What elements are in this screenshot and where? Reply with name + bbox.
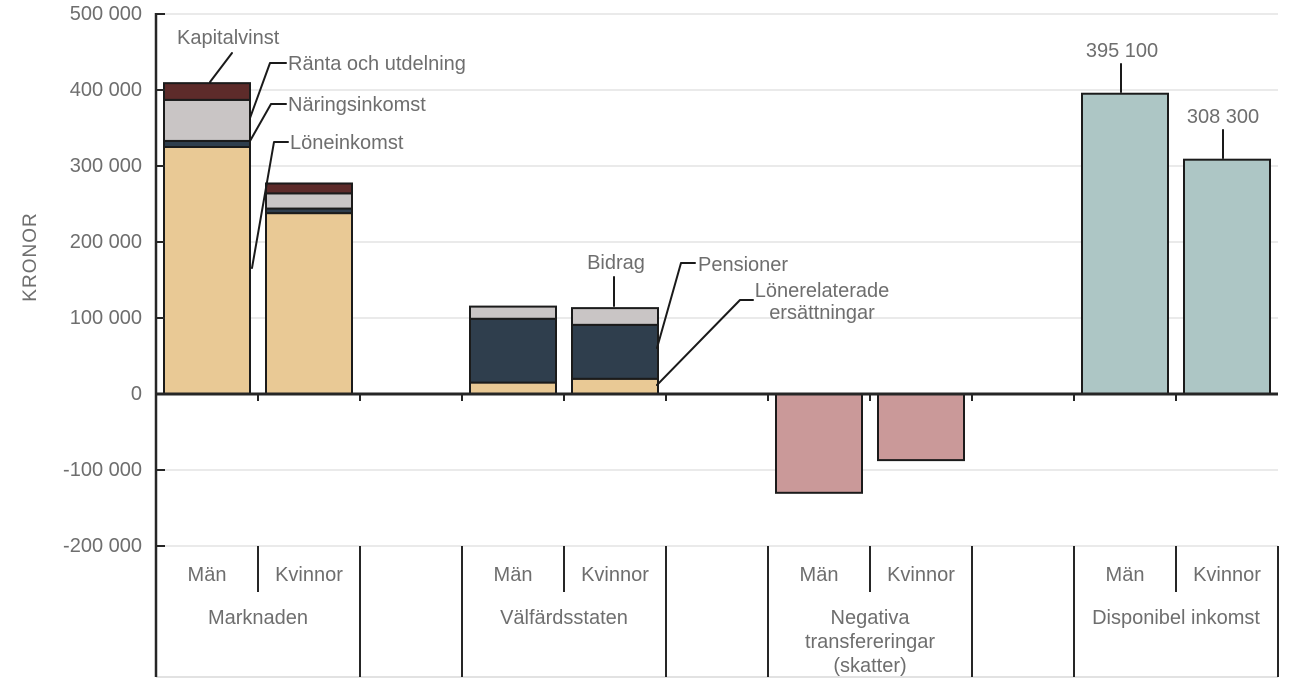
y-tick-label: 500 000 bbox=[70, 3, 142, 25]
category-sub-label: Kvinnor bbox=[581, 564, 649, 586]
annotation-label-lonerelaterade: Lönerelaterade bbox=[755, 280, 890, 302]
labels-layer: 500 000 400 000 300 000 200 000 100 000 0 -100… bbox=[63, 3, 1261, 677]
y-axis-title: KRONOR bbox=[20, 212, 41, 301]
annotation-label-value-man: 395 100 bbox=[1086, 40, 1158, 62]
annotation-leader-pensioner bbox=[656, 262, 696, 349]
category-sub-label: Kvinnor bbox=[1193, 564, 1261, 586]
annotation-leader-kapitalvinst bbox=[209, 52, 233, 83]
category-sub-label: Män bbox=[188, 564, 227, 586]
category-group-label: Marknaden bbox=[208, 607, 308, 629]
bar-segment-lönerelaterade-ersättningar bbox=[469, 381, 557, 396]
annotation-label-ranta: Ränta och utdelning bbox=[288, 53, 466, 75]
bar-segment-lönerelaterade-ersättningar bbox=[571, 377, 659, 395]
bar-segment-bidrag bbox=[571, 307, 659, 326]
y-tick-label: -200 000 bbox=[63, 535, 142, 557]
category-sub-label: Kvinnor bbox=[275, 564, 343, 586]
bar-segment-kapitalvinst bbox=[163, 82, 251, 101]
bar-segment-pensioner bbox=[571, 323, 659, 380]
bar-segment-disponibel-inkomst bbox=[1183, 158, 1271, 395]
category-group-label: transfereringar bbox=[805, 631, 935, 653]
y-tick-label: 0 bbox=[131, 383, 142, 405]
y-tick-label: -100 000 bbox=[63, 459, 142, 481]
category-sub-label: Kvinnor bbox=[887, 564, 955, 586]
category-group-label: (skatter) bbox=[833, 655, 906, 677]
bars-layer bbox=[163, 82, 1271, 494]
bar-segment-ränta-och-utdelning bbox=[265, 192, 353, 210]
annotation-label-kapitalvinst: Kapitalvinst bbox=[177, 27, 280, 49]
bar-segment-bidrag bbox=[469, 305, 557, 320]
bar-segment-kapitalvinst bbox=[265, 182, 353, 195]
bar-segment-ränta-och-utdelning bbox=[163, 98, 251, 142]
category-group-label: Välfärdsstaten bbox=[500, 607, 628, 629]
annotation-label-value-kvinnor: 308 300 bbox=[1187, 106, 1259, 128]
bar-segment-pensioner bbox=[469, 317, 557, 384]
annotation-leader-naringsinkomst bbox=[249, 103, 287, 142]
bar-segment-skatter bbox=[775, 393, 863, 494]
annotation-label-naringsinkomst: Näringsinkomst bbox=[288, 94, 426, 116]
bar-segment-löneinkomst bbox=[265, 212, 353, 395]
axes-layer bbox=[154, 13, 1279, 677]
bar-segment-disponibel-inkomst bbox=[1081, 92, 1169, 395]
y-tick-label: 400 000 bbox=[70, 79, 142, 101]
annotation-leader-ranta bbox=[249, 62, 287, 119]
annotation-label-loneinkomst: Löneinkomst bbox=[290, 132, 404, 154]
bar-segment-skatter bbox=[877, 393, 965, 462]
category-sub-label: Män bbox=[494, 564, 533, 586]
category-sub-label: Män bbox=[1106, 564, 1145, 586]
annotation-leader-lonerelaterade bbox=[656, 299, 754, 386]
y-tick-label: 300 000 bbox=[70, 155, 142, 177]
annotation-leader-loneinkomst bbox=[251, 141, 289, 269]
annotation-label-lonerelaterade: ersättningar bbox=[769, 302, 875, 324]
bar-segment-löneinkomst bbox=[163, 146, 251, 395]
annotation-label-bidrag: Bidrag bbox=[587, 252, 645, 274]
annotation-label-pensioner: Pensioner bbox=[698, 254, 788, 276]
category-group-label: Negativa bbox=[831, 607, 911, 629]
category-sub-label: Män bbox=[800, 564, 839, 586]
y-tick-label: 100 000 bbox=[70, 307, 142, 329]
y-tick-label: 200 000 bbox=[70, 231, 142, 253]
category-group-label: Disponibel inkomst bbox=[1092, 607, 1260, 629]
